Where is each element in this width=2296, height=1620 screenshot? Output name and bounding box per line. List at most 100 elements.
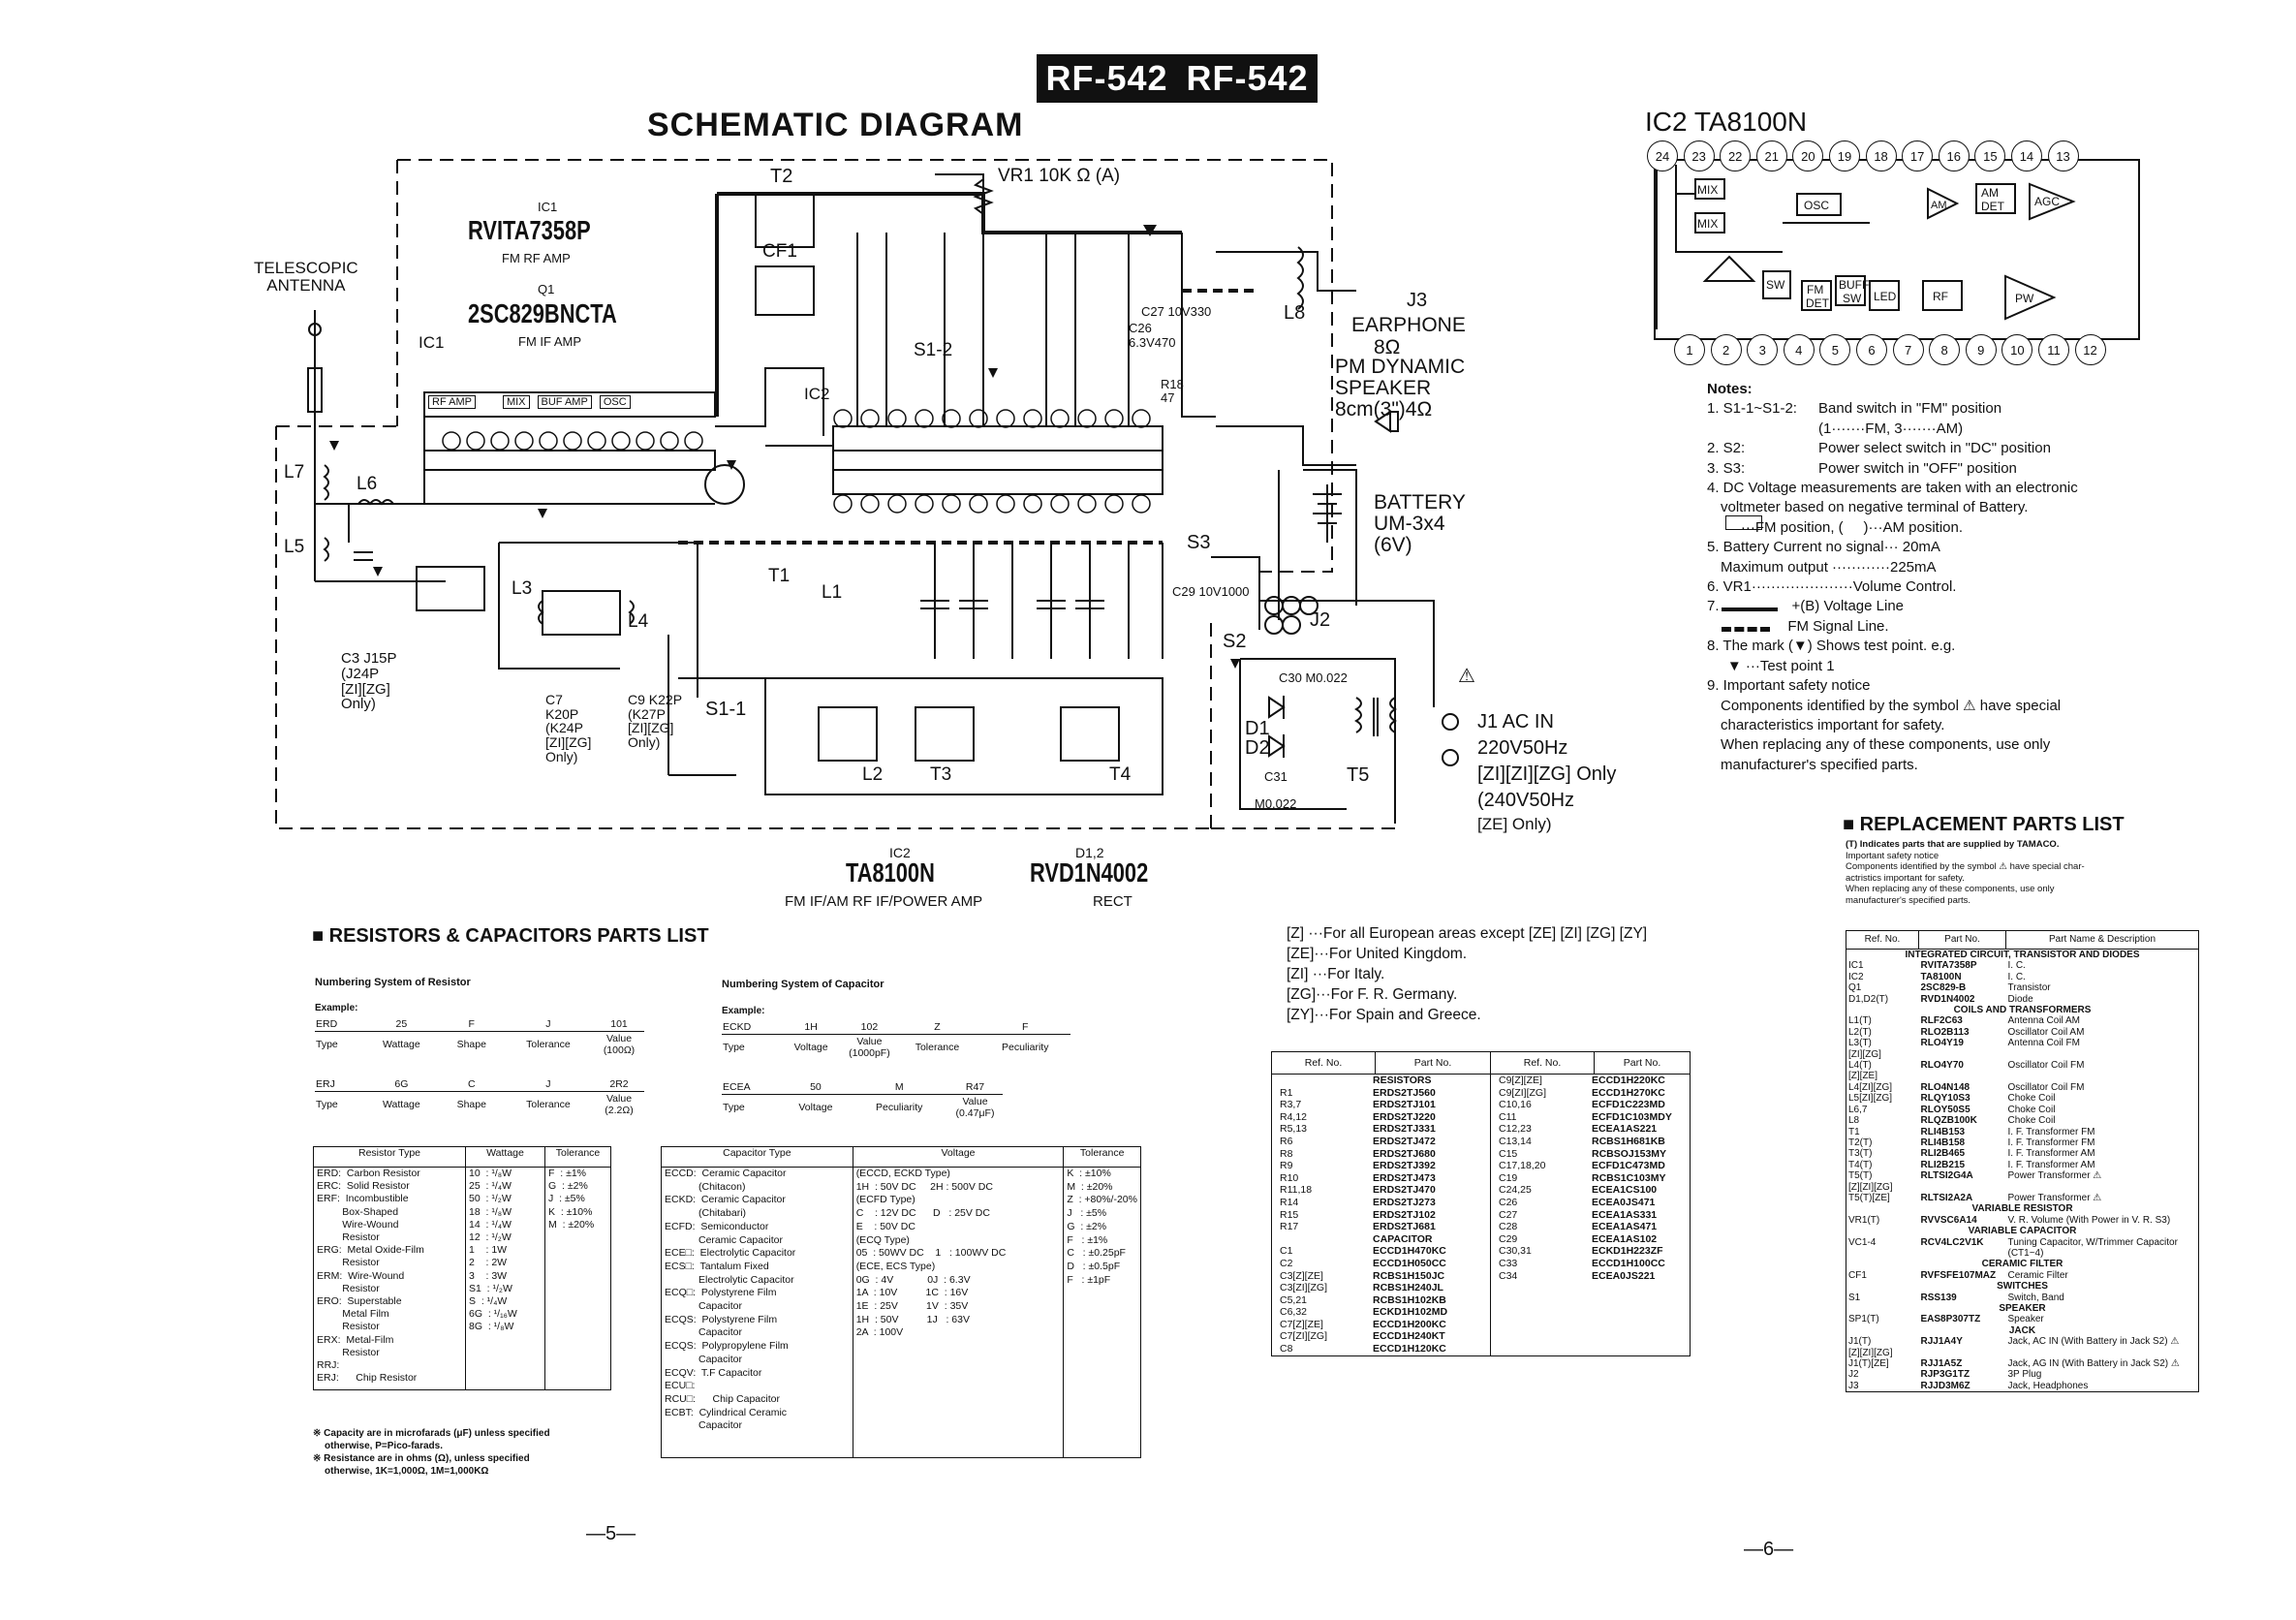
table-cell (1276, 1075, 1369, 1087)
table-header: Ref. No. (1490, 1051, 1595, 1075)
table-cell: C8 (1280, 1343, 1293, 1355)
ic2-block-label: SW (1766, 278, 1785, 292)
earphone-ohm: 8Ω (1374, 336, 1401, 358)
section-heading: VARIABLE RESISTOR (1971, 1203, 2073, 1215)
table-cell: I. C. (2007, 960, 2026, 972)
table-cell: L4(T) (1848, 1060, 1872, 1072)
cap-ex-code: 1H (804, 1021, 818, 1033)
cap-ex-label: Tolerance (915, 1042, 960, 1053)
j1-label-line: 220V50Hz (1477, 737, 1568, 759)
table-row: [Z][ZE] (1846, 1071, 2199, 1081)
table-cell: ERDS2TJ102 (1373, 1208, 1436, 1221)
table-cell (2006, 1348, 2199, 1358)
c29-label: C29 10V1000 (1172, 584, 1250, 599)
table-cell (2006, 1182, 2199, 1193)
note-line: manufacturer's specified parts. (1721, 756, 1918, 773)
c3-note-line: (J24P (341, 665, 380, 682)
cap-ex-label: Peculiarity (1002, 1042, 1049, 1053)
pin-number: 17 (1902, 140, 1934, 171)
table-row: R15 ERDS2TJ102 (1276, 1209, 1486, 1222)
c7-note-line: C7 (545, 692, 563, 707)
table-header: Wattage (465, 1146, 545, 1168)
j1-label-line: (240V50Hz (1477, 790, 1575, 811)
note-line: ▼ ···Test point 1 (1707, 657, 1835, 674)
table-cell: CAPACITOR (1373, 1232, 1433, 1245)
table-cell: Transistor (2007, 982, 2051, 994)
table-cell: VR1(T) (1848, 1214, 1880, 1226)
table-row: VARIABLE RESISTOR (1846, 1203, 2199, 1214)
table-header: Capacitor Type (661, 1146, 853, 1168)
table-cell: RLOY50S5 (1920, 1104, 1970, 1115)
t2-label: T2 (770, 166, 793, 187)
table-cell: RLQY10S3 (1920, 1093, 1970, 1105)
table-cell: Choke Coil (2007, 1115, 2056, 1127)
note-value: Power switch in "OFF" position (1818, 459, 2017, 477)
table-cell: C15 (1499, 1147, 1518, 1160)
cap-example-2: ECEA 50 M R47 Type Voltage Peculiarity V… (722, 1080, 1003, 1120)
table-cell: RVD1N4002 (1920, 993, 1975, 1005)
table-cell: R15 (1280, 1208, 1299, 1221)
table-cell: Jack, AG IN (With Battery in Jack S2) ⚠ (2007, 1358, 2180, 1370)
replacement-note: Components identified by the symbol ⚠ ha… (1846, 861, 2085, 872)
table-cell: T5(T) (1848, 1170, 1873, 1182)
ic2-block-label: OSC (1804, 199, 1829, 212)
area-code-line: [Z] ···For all European areas except [ZE… (1287, 925, 1648, 942)
table-cell: C28 (1499, 1221, 1518, 1233)
j1-label-line: [ZI][ZI][ZG] Only (1477, 763, 1617, 785)
ic1-block: RF AMP (428, 395, 476, 409)
table-cell: C26 (1499, 1196, 1518, 1208)
battery-label-line: UM-3x4 (1374, 513, 1445, 536)
res-numbering-title: Numbering System of Resistor (315, 977, 471, 988)
speaker-label: PM DYNAMIC SPEAKER 8cm(3")4Ω (1335, 356, 1465, 421)
table-cell: RLO4N148 (1920, 1081, 1970, 1093)
pin-number: 5 (1819, 334, 1851, 365)
ic1-blocks: RF AMP MIX BUF AMP OSC (428, 395, 631, 409)
pin-number: 8 (1929, 334, 1961, 365)
fm-position-box-icon (1725, 515, 1762, 530)
table-cell: Power Transformer ⚠ (2007, 1170, 2102, 1182)
j2-label: J2 (1310, 609, 1331, 631)
table-cell: L3(T) (1848, 1038, 1872, 1049)
table-header: Part No. (1375, 1051, 1491, 1075)
s1-2-label: S1-2 (914, 340, 953, 360)
table-cell: ERD: Carbon Resistor ERC: Solid Resistor… (313, 1167, 466, 1390)
table-cell: ECCD1H200KC (1373, 1318, 1446, 1330)
table-cell: RJJ1A4Y (1920, 1336, 1963, 1348)
c3-note: C3 J15P (J24P [ZI][ZG] Only) (341, 651, 397, 712)
note-line: When replacing any of these components, … (1721, 736, 2051, 754)
note-key (1707, 420, 1818, 439)
cap-ex-label: Voltage (798, 1102, 833, 1113)
vr1-label: VR1 10K Ω (A) (998, 166, 1121, 186)
table-cell: ERDS2TJ560 (1373, 1086, 1436, 1099)
table-cell: R9 (1280, 1160, 1293, 1172)
cap-ex-code: Z (934, 1021, 941, 1033)
table-header: Part No. (1594, 1051, 1691, 1075)
ic2-block-label: PW (2015, 292, 2034, 305)
t3-label: T3 (930, 764, 952, 785)
pin-number: 15 (1974, 140, 2006, 171)
ic1-part: RVITA7358P (468, 215, 591, 245)
antenna-label-line: TELESCOPIC (254, 259, 358, 277)
note-value: Power select switch in "DC" position (1818, 440, 2051, 457)
pin-number: 11 (2037, 334, 2069, 365)
s1-1-label: S1-1 (705, 699, 747, 720)
q1-desc: FM IF AMP (518, 334, 581, 349)
table-cell: L5[ZI][ZG] (1848, 1093, 1893, 1105)
table-cell: 10 : ¹/₈W 25 : ¹/₄W 50 : ¹/₂W 18 : ¹/₈W … (465, 1167, 545, 1390)
table-cell: ERDS2TJ220 (1373, 1110, 1436, 1123)
table-cell: ECEA0JS221 (1592, 1269, 1656, 1282)
table-cell: T4(T) (1848, 1159, 1873, 1170)
table-cell: [Z][ZI][ZG] (1848, 1347, 1893, 1358)
table-cell: C5,21 (1280, 1293, 1308, 1306)
table-cell: RLTSI2A2A (1920, 1192, 1973, 1203)
